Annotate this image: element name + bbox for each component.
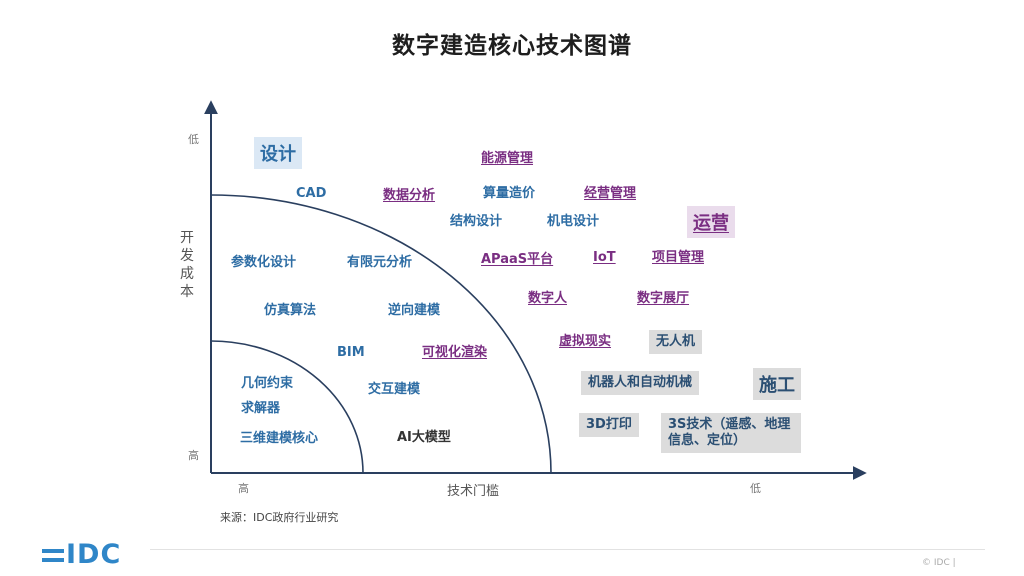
item-bim: BIM: [337, 345, 365, 360]
item-iot[interactable]: IoT: [593, 250, 616, 265]
item-fea: 有限元分析: [347, 255, 413, 270]
item-digital-hall[interactable]: 数字展厅: [637, 291, 690, 306]
item-param-design: 参数化设计: [231, 255, 297, 270]
item-data-analysis[interactable]: 数据分析: [383, 188, 436, 203]
category-design: 设计: [254, 137, 302, 169]
item-sim-algo: 仿真算法: [264, 303, 317, 318]
item-energy-mgmt[interactable]: 能源管理: [481, 151, 534, 166]
item-mep-design: 机电设计: [547, 214, 600, 229]
footer-divider: [150, 549, 985, 550]
item-3s-tech: 3S技术（遥感、地理信息、定位）: [661, 413, 801, 453]
item-digital-human[interactable]: 数字人: [528, 291, 568, 306]
item-ai-model: AI大模型: [397, 430, 451, 445]
outer-arc: [210, 194, 552, 474]
item-drone: 无人机: [649, 330, 703, 354]
item-vr[interactable]: 虚拟现实: [559, 334, 612, 349]
item-3d-print: 3D打印: [579, 413, 639, 437]
item-reverse-model: 逆向建模: [388, 303, 441, 318]
item-struct-design: 结构设计: [450, 214, 503, 229]
x-axis-left-label: 高: [238, 482, 249, 495]
copyright: © IDC |: [922, 558, 956, 568]
item-robotics: 机器人和自动机械: [581, 371, 700, 395]
source-note: 来源：IDC政府行业研究: [220, 511, 339, 524]
y-axis-top-label: 低: [188, 133, 199, 146]
category-construction: 施工: [753, 368, 801, 400]
item-solver: 求解器: [241, 401, 281, 416]
x-axis-right-label: 低: [750, 482, 761, 495]
x-axis-label: 技术门槛: [447, 484, 500, 499]
inner-arc: [210, 340, 364, 474]
item-cost-calc: 算量造价: [483, 186, 536, 201]
item-apaas[interactable]: APaaS平台: [481, 252, 554, 267]
item-project-mgmt[interactable]: 项目管理: [652, 250, 705, 265]
item-biz-mgmt[interactable]: 经营管理: [584, 186, 637, 201]
y-axis-bottom-label: 高: [188, 449, 199, 462]
item-visual-render[interactable]: 可视化渲染: [422, 345, 488, 360]
logo-text: IDC: [66, 539, 122, 570]
y-axis-label: 开发成本: [180, 230, 194, 300]
logo-mark-icon: [42, 548, 64, 562]
item-geo-constraint: 几何约束: [241, 376, 294, 391]
item-cad: CAD: [296, 186, 327, 201]
idc-logo: IDC: [42, 539, 121, 570]
page-title: 数字建造核心技术图谱: [392, 33, 632, 59]
category-operations[interactable]: 运营: [687, 206, 735, 238]
item-interactive-model: 交互建模: [368, 382, 421, 397]
item-kernel: 三维建模核心: [240, 431, 319, 446]
